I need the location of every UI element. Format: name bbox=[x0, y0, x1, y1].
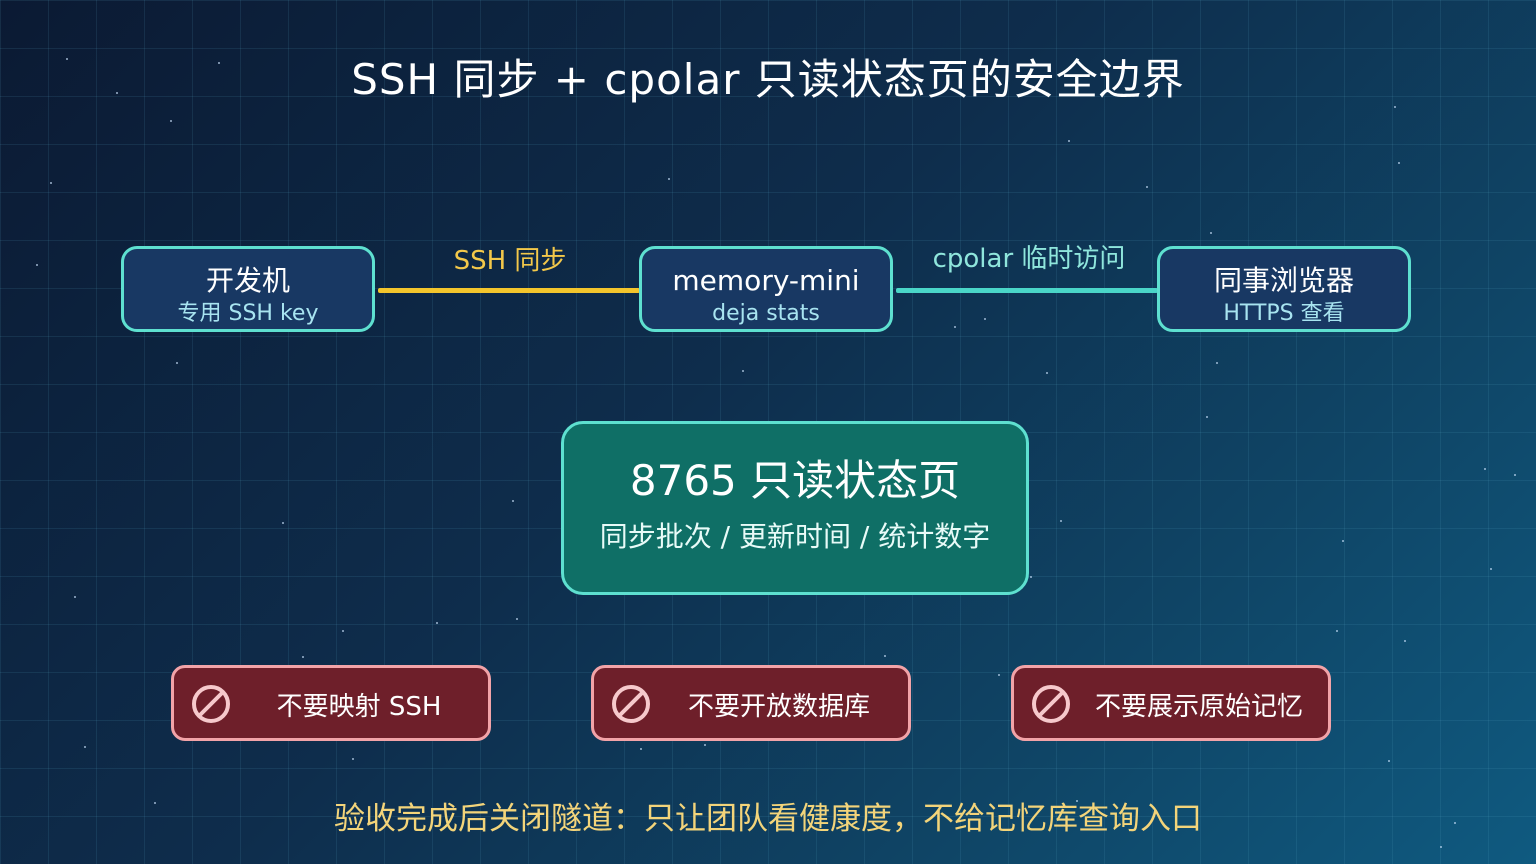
star-dot bbox=[342, 630, 344, 632]
star-dot bbox=[1060, 520, 1062, 522]
warning-no-ssh-mapping: 不要映射 SSH bbox=[171, 665, 491, 741]
star-dot bbox=[1068, 140, 1070, 142]
ssh-connector-line bbox=[378, 288, 640, 293]
star-dot bbox=[1046, 372, 1048, 374]
star-dot bbox=[1454, 822, 1456, 824]
star-dot bbox=[1388, 760, 1390, 762]
node-dev-title: 开发机 bbox=[205, 264, 290, 297]
warning-no-open-database: 不要开放数据库 bbox=[591, 665, 911, 741]
status-page-title: 8765 只读状态页 bbox=[629, 456, 961, 505]
star-dot bbox=[170, 120, 172, 122]
star-dot bbox=[1146, 186, 1148, 188]
star-dot bbox=[1484, 468, 1486, 470]
star-dot bbox=[436, 622, 438, 624]
star-dot bbox=[998, 674, 1000, 676]
warning-no-raw-memory: 不要展示原始记忆 bbox=[1011, 665, 1331, 741]
warning-label: 不要映射 SSH bbox=[276, 692, 442, 722]
warning-label: 不要展示原始记忆 bbox=[1094, 692, 1303, 722]
star-dot bbox=[1490, 568, 1492, 570]
star-dot bbox=[1514, 474, 1516, 476]
star-dot bbox=[66, 58, 68, 60]
status-page-subtitle: 同步批次 / 更新时间 / 统计数字 bbox=[599, 520, 991, 553]
star-dot bbox=[1404, 640, 1406, 642]
status-page-box: 8765 只读状态页 同步批次 / 更新时间 / 统计数字 bbox=[561, 421, 1029, 595]
star-dot bbox=[884, 655, 886, 657]
star-dot bbox=[282, 522, 284, 524]
star-dot bbox=[512, 500, 514, 502]
warning-label: 不要开放数据库 bbox=[687, 692, 870, 722]
star-dot bbox=[1206, 416, 1208, 418]
node-browser-subtitle: HTTPS 查看 bbox=[1223, 301, 1345, 326]
star-dot bbox=[954, 326, 956, 328]
footer-note: 验收完成后关闭隧道：只让团队看健康度，不给记忆库查询入口 bbox=[334, 801, 1202, 837]
star-dot bbox=[640, 748, 642, 750]
node-memory-mini: memory-mini deja stats bbox=[639, 246, 893, 332]
node-server-subtitle: deja stats bbox=[712, 301, 820, 326]
star-dot bbox=[218, 62, 220, 64]
star-dot bbox=[302, 656, 304, 658]
star-dot bbox=[1336, 630, 1338, 632]
star-dot bbox=[50, 182, 52, 184]
star-dot bbox=[116, 92, 118, 94]
cpolar-connector-line bbox=[896, 288, 1158, 293]
node-colleague-browser: 同事浏览器 HTTPS 查看 bbox=[1157, 246, 1411, 332]
prohibited-icon bbox=[192, 685, 230, 723]
prohibited-icon bbox=[1032, 685, 1070, 723]
star-dot bbox=[516, 618, 518, 620]
star-dot bbox=[154, 802, 156, 804]
star-dot bbox=[1394, 106, 1396, 108]
star-dot bbox=[742, 370, 744, 372]
star-dot bbox=[1030, 576, 1032, 578]
prohibited-icon bbox=[612, 685, 650, 723]
star-dot bbox=[984, 318, 986, 320]
star-dot bbox=[176, 362, 178, 364]
ssh-edge-label: SSH 同步 bbox=[453, 246, 567, 276]
star-dot bbox=[74, 596, 76, 598]
star-dot bbox=[1076, 800, 1078, 802]
cpolar-edge-label: cpolar 临时访问 bbox=[932, 244, 1126, 274]
star-dot bbox=[1398, 162, 1400, 164]
star-dot bbox=[84, 746, 86, 748]
star-dot bbox=[352, 758, 354, 760]
star-dot bbox=[704, 744, 706, 746]
node-dev-machine: 开发机 专用 SSH key bbox=[121, 246, 375, 332]
star-dot bbox=[1216, 362, 1218, 364]
star-dot bbox=[1440, 846, 1442, 848]
star-dot bbox=[668, 178, 670, 180]
node-server-title: memory-mini bbox=[672, 264, 860, 297]
node-dev-subtitle: 专用 SSH key bbox=[177, 301, 319, 326]
star-dot bbox=[36, 264, 38, 266]
node-browser-title: 同事浏览器 bbox=[1213, 264, 1354, 297]
star-dot bbox=[1342, 540, 1344, 542]
star-dot bbox=[1210, 232, 1212, 234]
page-title: SSH 同步 + cpolar 只读状态页的安全边界 bbox=[351, 55, 1185, 104]
